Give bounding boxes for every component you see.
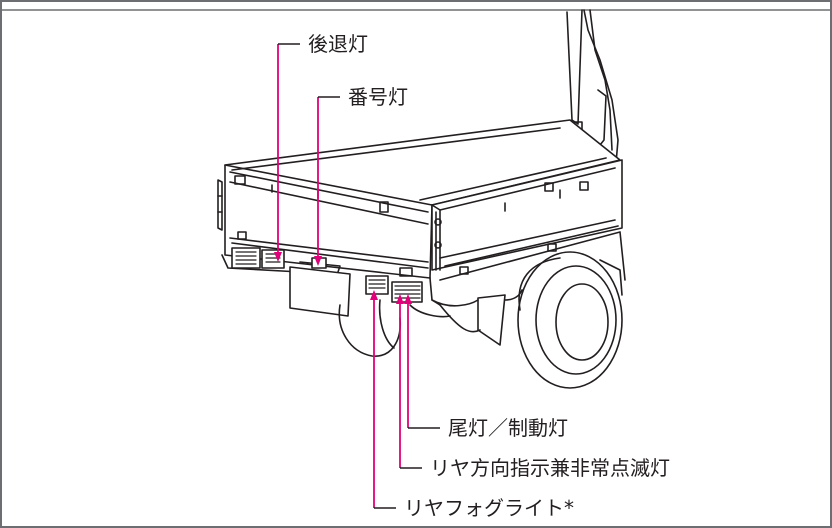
label-rear-turn-hazard-lamp: リヤ方向指示兼非常点滅灯 xyxy=(430,456,670,480)
label-connectors xyxy=(278,43,440,509)
leader-arrowheads xyxy=(274,252,412,304)
truck-body xyxy=(217,9,626,389)
leader-lines xyxy=(277,44,409,508)
label-rear-fog-lamp: リヤフォグライト* xyxy=(404,496,574,520)
label-reversing-lamp: 後退灯 xyxy=(308,32,368,56)
label-tail-stop-lamp: 尾灯／制動灯 xyxy=(448,416,568,440)
label-license-plate-lamp: 番号灯 xyxy=(348,85,408,109)
